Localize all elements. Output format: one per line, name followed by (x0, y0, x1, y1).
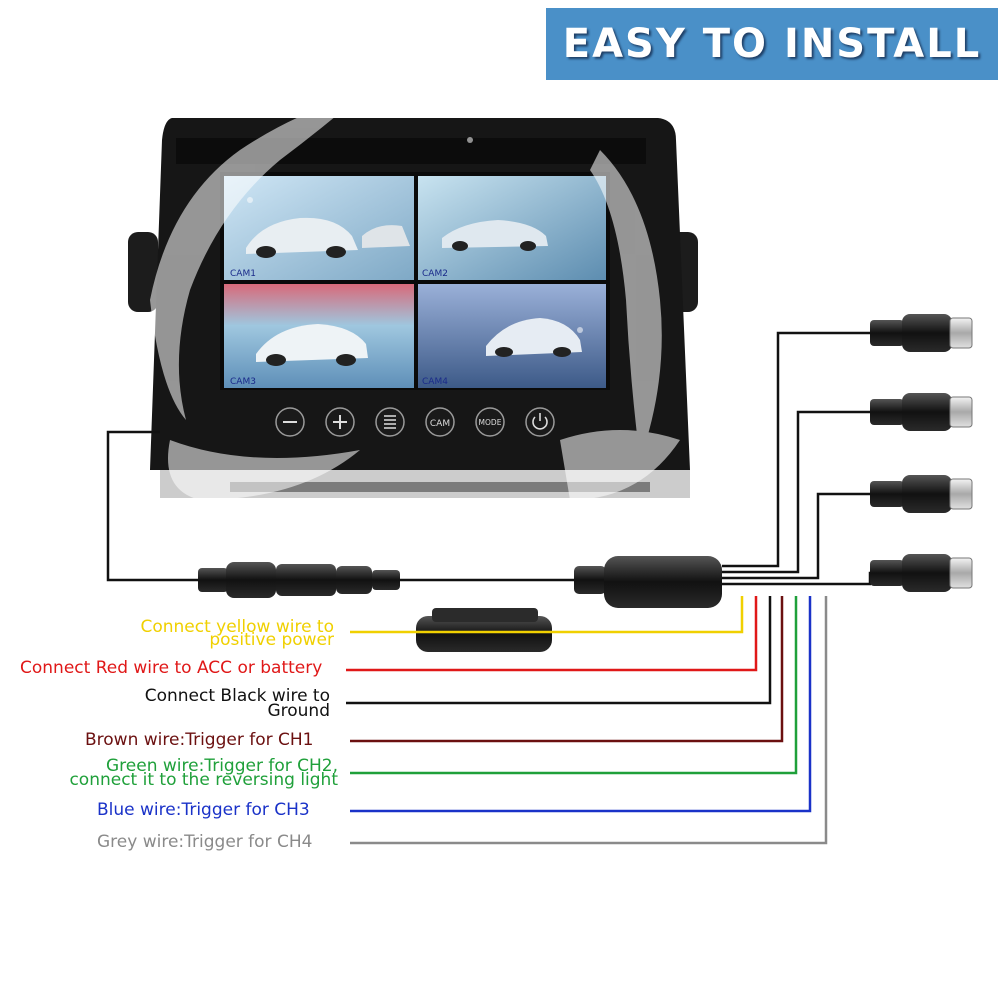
splitter-box (574, 556, 722, 608)
menu-button[interactable] (375, 407, 405, 437)
camera-connector (870, 554, 973, 592)
banner-easy-to-install: EASY TO INSTALL (546, 8, 998, 80)
plus-icon (333, 415, 347, 429)
inline-connector (198, 562, 400, 598)
grey-wire (350, 596, 828, 845)
cam-button-label: CAM (430, 419, 450, 429)
water-splash (106, 95, 715, 500)
black-wire-label-line1: Connect Black wire to (144, 686, 330, 706)
red-wire (346, 596, 758, 672)
yellow-wire-label-line1: Connect yellow wire to (140, 617, 334, 637)
mode-button[interactable]: MODE (475, 407, 505, 437)
red-wire-label: Connect Red wire to ACC or battery (20, 658, 323, 678)
left-mount-knob (128, 232, 158, 312)
power-cable (106, 430, 582, 582)
green-wire (350, 596, 798, 775)
power-button[interactable] (525, 407, 555, 437)
camera-label: CAM2 (422, 269, 448, 279)
brown-wire-label: Brown wire:Trigger for CH1 (85, 730, 314, 750)
cam-button[interactable]: CAM (425, 407, 455, 437)
fuse-holder (416, 608, 552, 652)
grey-wire-label: Grey wire:Trigger for CH4 (97, 832, 313, 852)
green-wire-label-line2: connect it to the reversing light (69, 770, 338, 790)
green-wire-label: Green wire:Trigger for CH2, connect it t… (69, 758, 338, 789)
yellow-wire-label: Connect yellow wire to positive power (140, 619, 334, 649)
black-wire-label-line2: Ground (267, 701, 330, 721)
camera-label: CAM1 (230, 269, 256, 279)
yellow-wire (350, 596, 744, 634)
black-wire-label: Connect Black wire to Ground (145, 688, 330, 720)
monitor: CAM1 CAM2 CAM3 CAM4 CAM MO (106, 95, 715, 500)
camera-view-3 (224, 284, 414, 388)
camera-view-2 (418, 176, 606, 280)
camera-connector (870, 314, 973, 352)
black-wire (346, 596, 772, 705)
minus-button[interactable] (275, 407, 305, 437)
yellow-wire-label-line2: positive power (209, 630, 334, 650)
camera-label: CAM3 (230, 377, 256, 387)
camera-output-cables (722, 331, 872, 586)
camera-view-1 (224, 176, 414, 280)
blue-wire (350, 596, 812, 813)
power-icon (532, 413, 548, 430)
camera-connector (870, 393, 973, 431)
camera-label: CAM4 (422, 377, 448, 387)
banner-text: EASY TO INSTALL (562, 21, 982, 67)
blue-wire-label: Blue wire:Trigger for CH3 (97, 800, 310, 820)
camera-connector (870, 475, 973, 513)
monitor-buttons: CAM MODE (275, 407, 555, 437)
wire-leads (346, 596, 828, 845)
menu-icon (384, 415, 396, 429)
green-wire-label-line1: Green wire:Trigger for CH2, (106, 756, 338, 776)
brown-wire (350, 596, 784, 743)
plus-button[interactable] (325, 407, 355, 437)
mode-button-label: MODE (479, 418, 502, 427)
camera-view-4 (418, 284, 606, 388)
